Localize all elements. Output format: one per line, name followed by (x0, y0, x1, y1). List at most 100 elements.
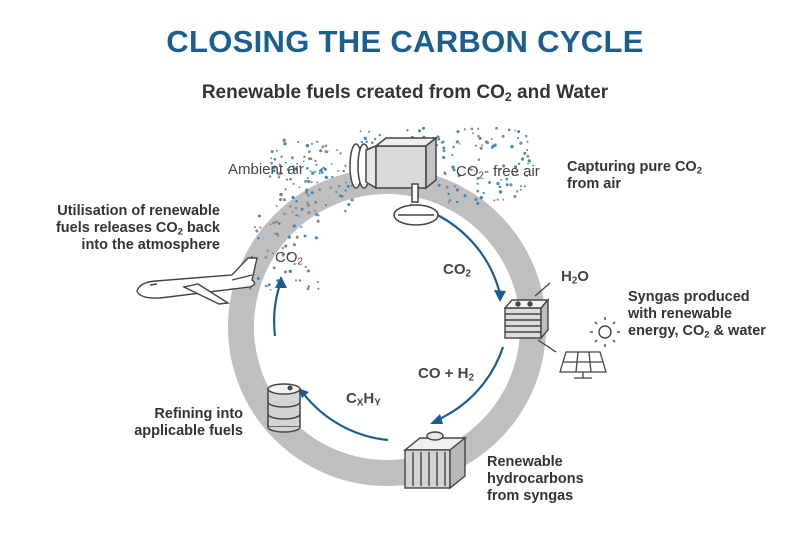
air-particle (305, 188, 309, 192)
air-particle (339, 152, 342, 155)
air-particle (507, 128, 511, 132)
air-particle (501, 134, 505, 138)
air-particle (298, 165, 301, 168)
air-particle (526, 140, 529, 143)
air-particle (524, 134, 528, 138)
air-particle (476, 182, 479, 185)
air-particle (445, 185, 449, 189)
air-particle (304, 191, 309, 195)
air-particle (324, 150, 328, 154)
air-particle (295, 200, 298, 203)
air-particle (324, 144, 328, 147)
air-particle (293, 263, 296, 266)
fuel-barrel-icon (267, 383, 301, 433)
air-particle (271, 252, 274, 255)
air-particle (292, 165, 295, 168)
air-particle (292, 224, 296, 228)
air-particle (451, 153, 454, 157)
air-particle (275, 220, 278, 224)
air-particle (344, 164, 347, 167)
air-particle (502, 198, 505, 201)
air-particle (264, 256, 268, 259)
air-particle (315, 213, 318, 217)
air-particle (363, 136, 367, 140)
air-particle (273, 158, 277, 161)
air-particle (481, 144, 484, 147)
air-particle (274, 232, 277, 235)
air-particle (281, 246, 284, 250)
label-capture: Capturing pure CO2 from air (567, 159, 702, 192)
air-particle (319, 149, 323, 153)
air-particle (286, 168, 290, 171)
air-particle (512, 173, 515, 176)
air-particle (291, 195, 295, 200)
air-particle (457, 174, 461, 178)
air-particle (479, 196, 483, 200)
air-particle (314, 159, 317, 163)
air-particle (365, 140, 368, 143)
air-particle (441, 140, 445, 144)
h2o-pointer (534, 282, 551, 297)
air-particle (318, 188, 322, 191)
air-particle (527, 162, 530, 165)
air-particle (284, 270, 287, 274)
air-particle (284, 161, 287, 164)
page-subtitle: Renewable fuels created from CO2 and Wat… (201, 82, 609, 105)
air-particle (526, 149, 529, 151)
air-particle (316, 181, 319, 184)
air-particle (306, 180, 309, 183)
air-particle (478, 136, 482, 140)
air-particle (311, 171, 315, 175)
air-particle (520, 157, 525, 161)
air-particle (472, 132, 474, 135)
air-particle (477, 134, 480, 138)
air-particle (284, 244, 288, 248)
air-particle (270, 157, 273, 160)
air-particle (293, 167, 298, 171)
air-particle (302, 160, 305, 163)
air-particle (418, 129, 421, 133)
air-particle (456, 130, 460, 134)
air-particle (329, 186, 333, 190)
air-particle (519, 188, 522, 191)
air-particle (307, 285, 311, 288)
air-particle (283, 212, 286, 216)
air-particle (283, 198, 286, 202)
air-particle (519, 184, 522, 188)
air-particle (510, 145, 514, 149)
air-particle (476, 189, 480, 193)
air-particle (295, 235, 299, 239)
air-particle (306, 201, 309, 205)
air-particle (307, 269, 310, 273)
air-particle (337, 184, 341, 188)
air-particle (307, 210, 311, 215)
air-particle (315, 163, 318, 166)
air-particle (330, 163, 333, 165)
air-particle (501, 164, 506, 168)
air-particle (321, 171, 324, 174)
air-particle (306, 287, 310, 291)
air-particle (294, 206, 298, 210)
air-particle (315, 140, 319, 143)
air-particle (345, 181, 347, 184)
air-particle (406, 129, 409, 132)
air-particle (371, 141, 374, 144)
air-particle (469, 168, 472, 171)
air-particle (442, 155, 446, 160)
air-particle (514, 165, 518, 169)
air-particle (278, 197, 283, 202)
air-particle (323, 167, 327, 171)
air-particle (269, 288, 272, 291)
air-particle (455, 140, 459, 144)
air-particle (509, 183, 513, 187)
air-particle (437, 183, 441, 187)
air-particle (455, 188, 459, 192)
air-particle (277, 175, 281, 179)
air-particle (515, 190, 519, 193)
air-particle (359, 130, 362, 133)
cycle-arrows (273, 203, 505, 442)
air-particle (499, 168, 502, 171)
air-particle (495, 126, 498, 130)
air-particle (269, 223, 272, 226)
